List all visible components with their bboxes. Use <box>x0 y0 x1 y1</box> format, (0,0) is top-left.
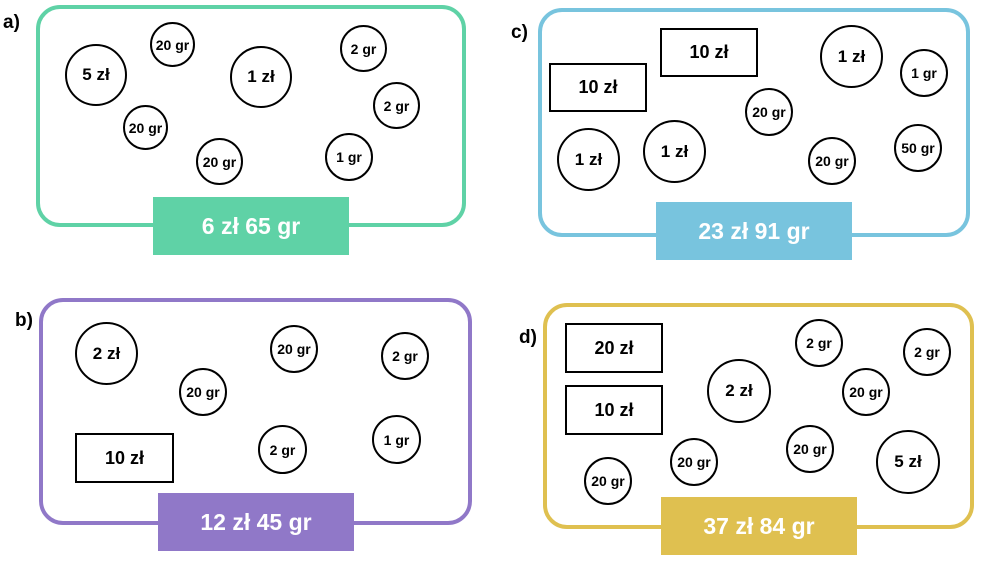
coin[interactable]: 20 gr <box>670 438 718 486</box>
coin[interactable]: 2 gr <box>258 425 307 474</box>
coin[interactable]: 20 gr <box>150 22 195 67</box>
coin[interactable]: 1 zł <box>643 120 706 183</box>
banknote[interactable]: 10 zł <box>549 63 647 112</box>
total-c: 23 zł 91 gr <box>656 202 852 260</box>
coin[interactable]: 5 zł <box>65 44 127 106</box>
banknote[interactable]: 10 zł <box>75 433 174 483</box>
coin[interactable]: 1 gr <box>900 49 948 97</box>
coin[interactable]: 2 gr <box>381 332 429 380</box>
total-d: 37 zł 84 gr <box>661 497 857 555</box>
panel-c-label: c) <box>511 22 528 43</box>
total-b: 12 zł 45 gr <box>158 493 354 551</box>
coin[interactable]: 20 gr <box>196 138 243 185</box>
panel-a-label: a) <box>3 12 20 33</box>
banknote[interactable]: 10 zł <box>565 385 663 435</box>
total-a: 6 zł 65 gr <box>153 197 349 255</box>
panel-b-label: b) <box>15 310 33 331</box>
coin[interactable]: 20 gr <box>584 457 632 505</box>
coin[interactable]: 2 zł <box>707 359 771 423</box>
coin[interactable]: 2 gr <box>903 328 951 376</box>
coin[interactable]: 5 zł <box>876 430 940 494</box>
banknote[interactable]: 10 zł <box>660 28 758 77</box>
coin[interactable]: 20 gr <box>179 368 227 416</box>
coin[interactable]: 2 gr <box>373 82 420 129</box>
coin[interactable]: 1 gr <box>325 133 373 181</box>
coin[interactable]: 20 gr <box>123 105 168 150</box>
coin[interactable]: 20 gr <box>270 325 318 373</box>
coin[interactable]: 20 gr <box>808 137 856 185</box>
coin[interactable]: 2 gr <box>795 319 843 367</box>
banknote[interactable]: 20 zł <box>565 323 663 373</box>
coin[interactable]: 20 gr <box>745 88 793 136</box>
coin[interactable]: 1 zł <box>230 46 292 108</box>
coin[interactable]: 2 gr <box>340 25 387 72</box>
panel-d-label: d) <box>519 327 537 348</box>
coin[interactable]: 20 gr <box>842 368 890 416</box>
coin[interactable]: 20 gr <box>786 425 834 473</box>
coin[interactable]: 2 zł <box>75 322 138 385</box>
coin[interactable]: 50 gr <box>894 124 942 172</box>
coin[interactable]: 1 zł <box>820 25 883 88</box>
coin[interactable]: 1 gr <box>372 415 421 464</box>
coin[interactable]: 1 zł <box>557 128 620 191</box>
